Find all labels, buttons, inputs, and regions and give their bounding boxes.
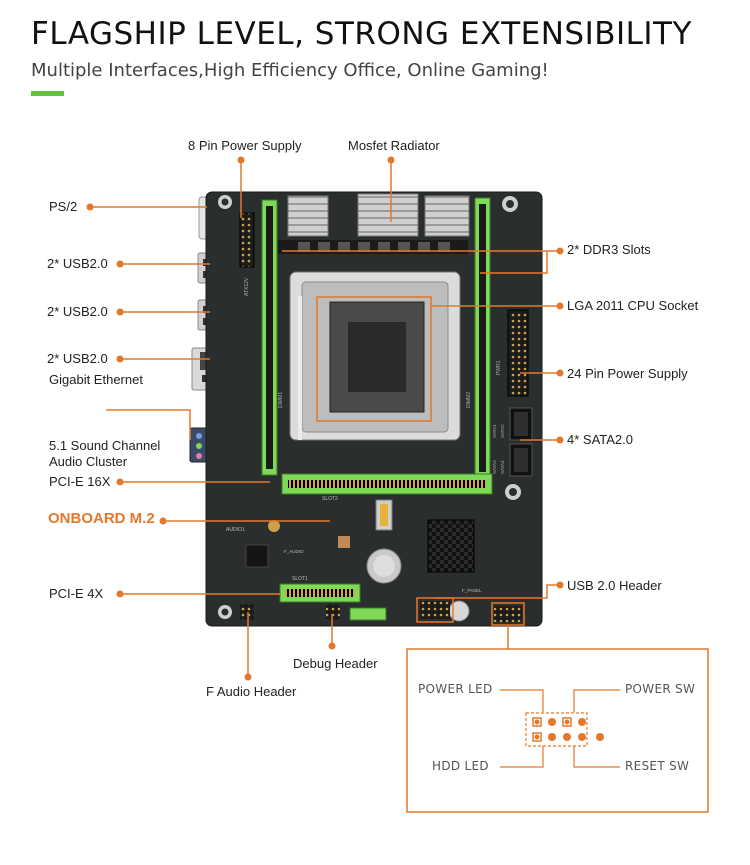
page-subtitle: Multiple Interfaces,High Efficiency Offi… [31,60,549,81]
label-pcie-16x: PCI-E 16X [49,474,111,489]
audio-codec-chip [245,544,269,568]
front-panel-header [494,606,522,622]
front-panel-pin-outline [525,712,588,747]
front-panel-pins [532,717,604,742]
label-mosfet-radiator: Mosfet Radiator [348,138,440,153]
silk-sata1: SATA1 [492,424,497,438]
silk-chip: LGA2011 [454,344,460,370]
front-panel-lines [500,689,620,768]
label-debug-header: Debug Header [293,656,378,671]
small-chip [338,536,350,548]
callout-lines [90,160,560,677]
label-cpu-socket: LGA 2011 CPU Socket [567,298,699,313]
label-gigabit-ethernet: Gigabit Ethernet [49,372,143,387]
silk-slot2: SLOT2 [322,496,338,502]
label-power-sw: POWER SW [625,682,696,696]
mount-hole [268,520,280,532]
label-audio-cluster: Audio Cluster [49,454,128,469]
usb-2-header [420,601,450,619]
silk-dimm2: DIMM2 [466,392,472,408]
silk-f-audio: F_AUDIO [284,549,304,554]
silk-dimm1: DIMM1 [278,392,284,408]
silk-sata3: SATA3 [492,460,497,474]
label-24pin-power: 24 Pin Power Supply [567,366,688,381]
silk-pwr1: PWR1 [496,360,502,375]
f-audio-header [240,604,254,620]
power-8pin-connector [239,212,255,268]
sata-ports [509,407,533,477]
label-usb-2: 2* USB2.0 [47,304,108,319]
label-usb-3: 2* USB2.0 [47,351,108,366]
cpu-highlight-box [316,296,432,422]
label-hdd-led: HDD LED [432,759,489,773]
callout-dots [86,156,564,681]
silk-audio: AUDIO1 [226,527,245,533]
power-24pin-connector [507,309,529,397]
cpu-socket [289,271,461,441]
chipset-heatsink [427,519,475,573]
silk-slot1: SLOT1 [292,576,308,582]
debug-header [326,604,340,620]
silk-atx: ATX12V [244,277,250,296]
silk-sata2: SATA2 [500,424,505,438]
title-accent-bar [31,91,64,96]
vrm-chokes [298,242,450,252]
silk-sata4: SATA4 [500,460,505,474]
label-8pin-power: 8 Pin Power Supply [188,138,302,153]
label-sound-channel: 5.1 Sound Channel [49,438,161,453]
label-f-audio-header: F Audio Header [206,684,297,699]
label-ps2: PS/2 [49,199,78,214]
front-panel-detail-box [406,648,709,813]
label-usb-1: 2* USB2.0 [47,256,108,271]
label-sata: 4* SATA2.0 [567,432,633,447]
label-onboard-m2: ONBOARD M.2 [48,510,155,527]
label-reset-sw: RESET SW [625,759,690,773]
page-title: FLAGSHIP LEVEL, STRONG EXTENSIBILITY [31,16,692,52]
label-pcie-4x: PCI-E 4X [49,586,104,601]
buzzer [448,600,470,622]
silk-f-panel: F_PANEL [462,588,482,593]
tpm-header [349,607,387,621]
label-ddr3-slots: 2* DDR3 Slots [567,242,651,257]
label-usb-header: USB 2.0 Header [567,578,662,593]
label-power-led: POWER LED [418,682,493,696]
